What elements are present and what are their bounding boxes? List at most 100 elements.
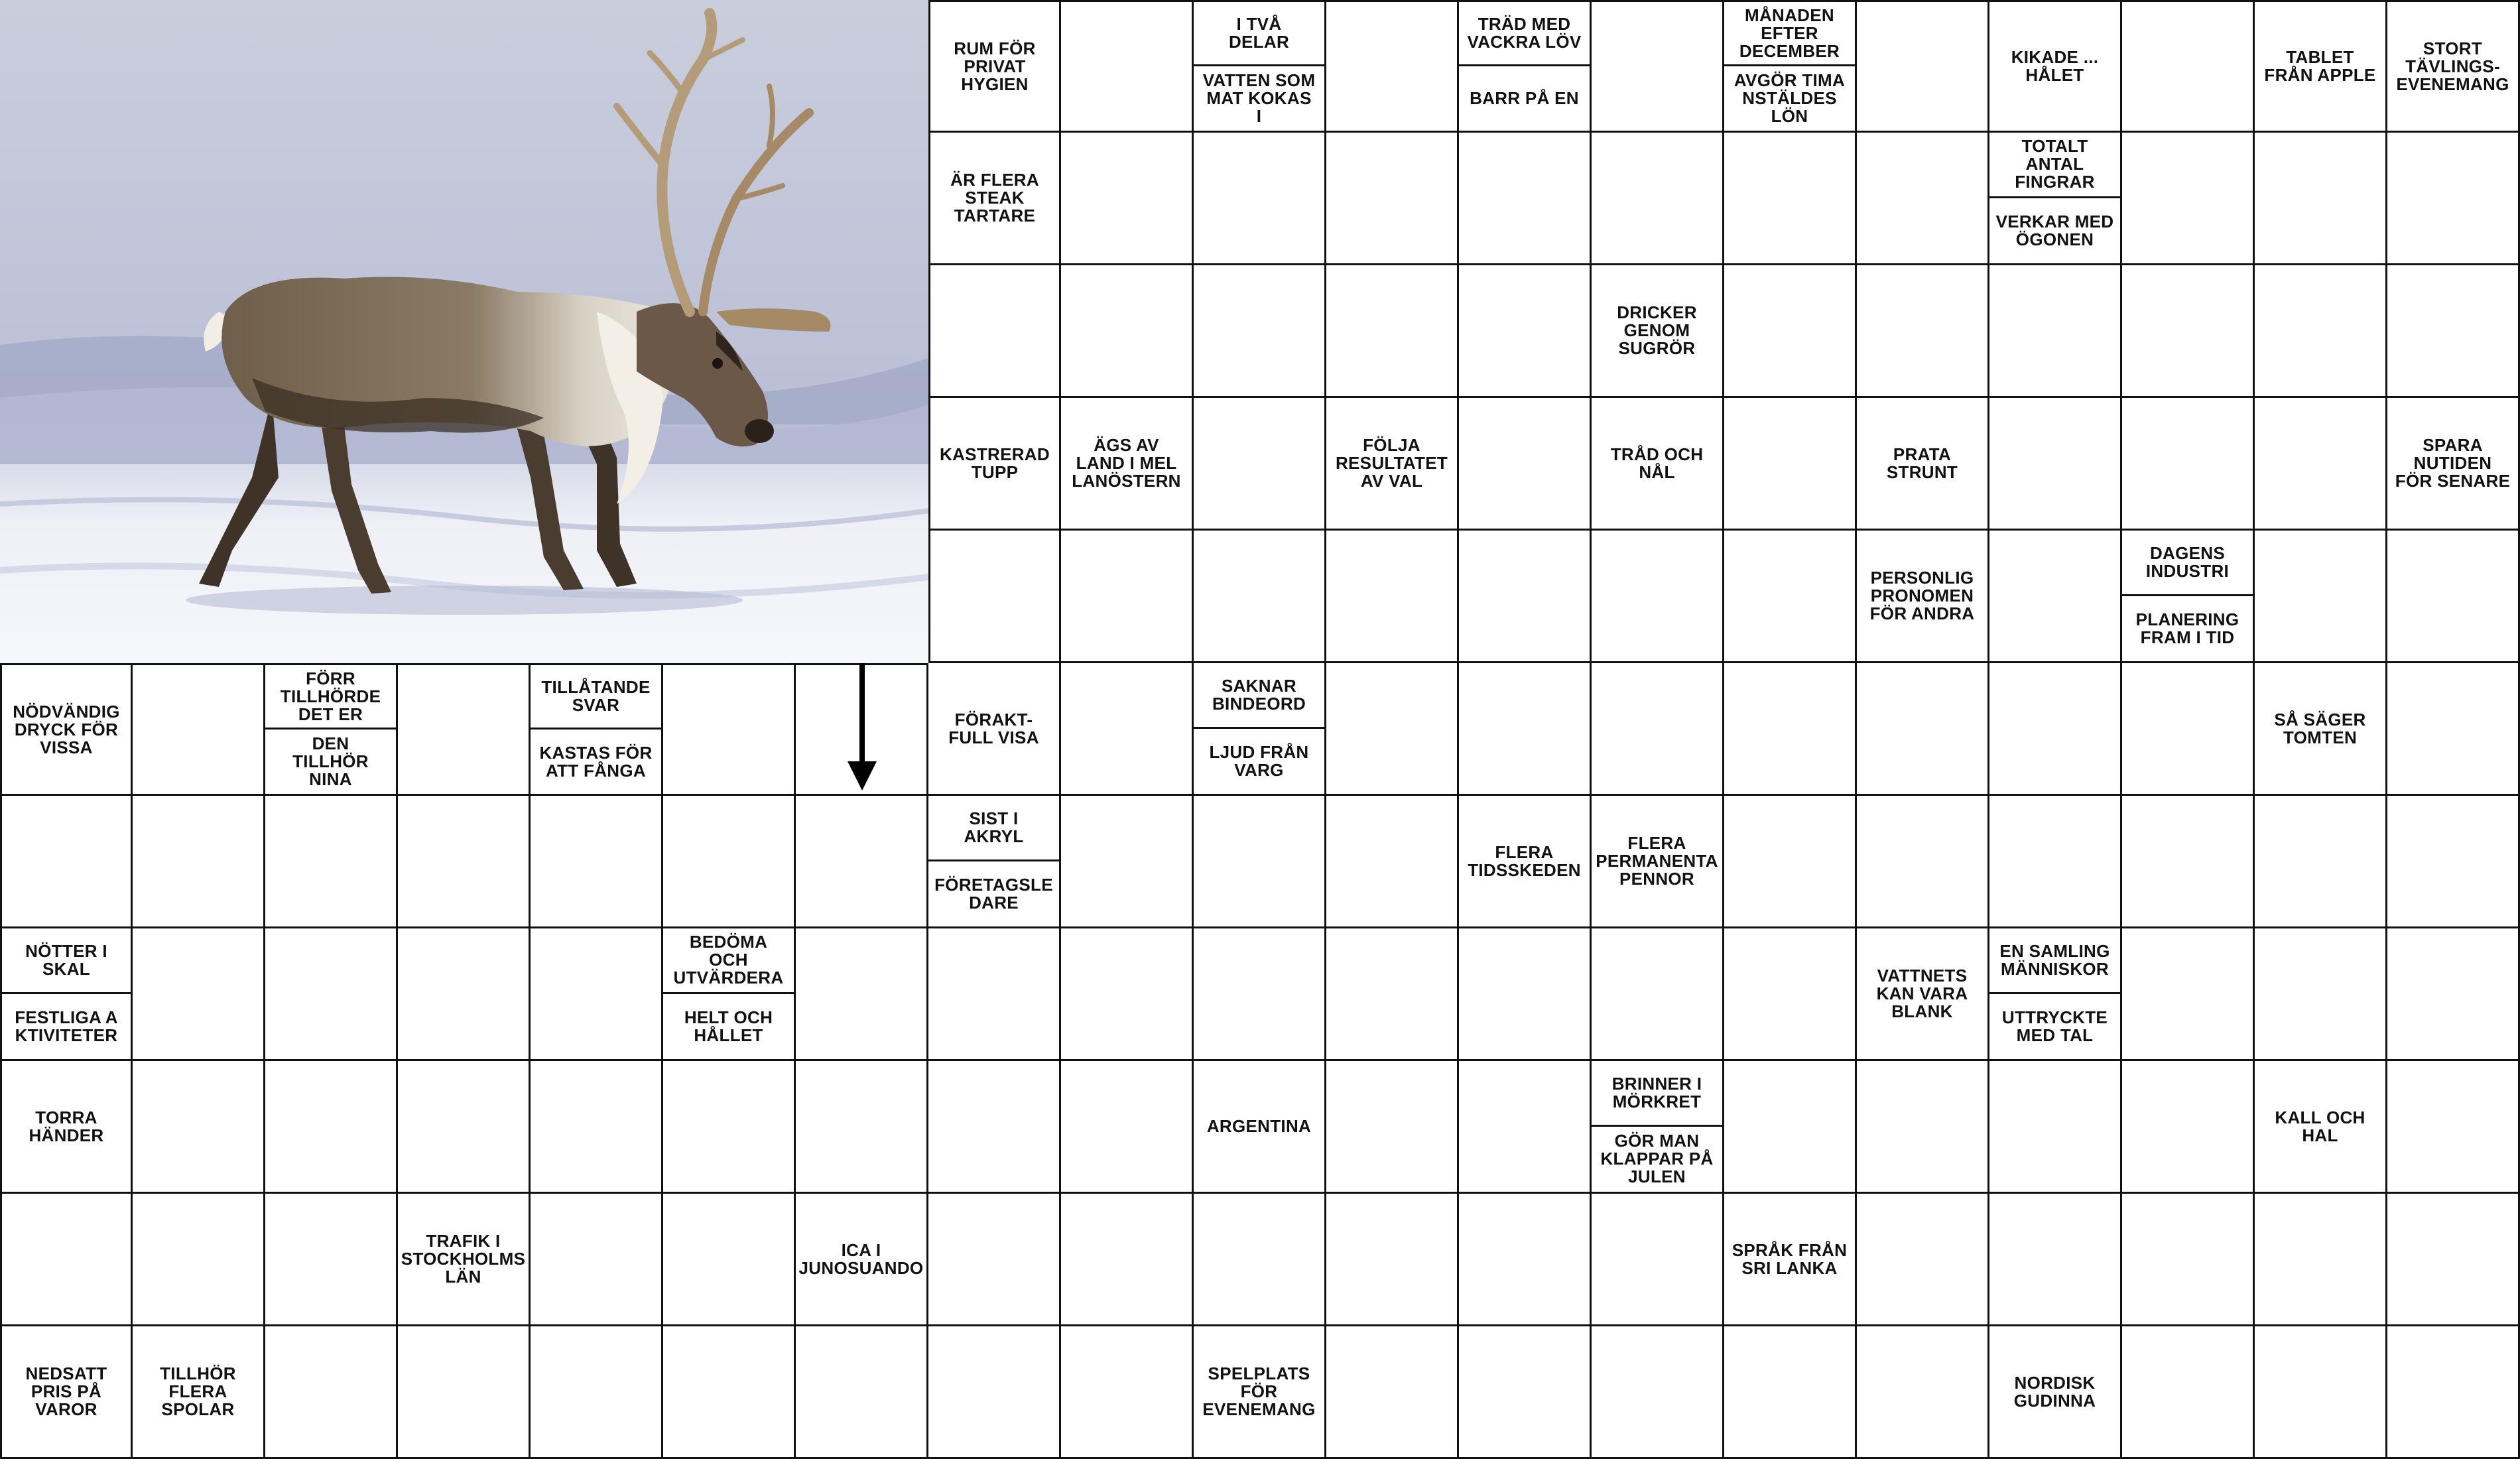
answer-cell[interactable] xyxy=(265,928,398,1061)
answer-cell[interactable] xyxy=(1061,663,1194,796)
answer-cell[interactable] xyxy=(1194,133,1326,265)
answer-cell[interactable] xyxy=(1194,531,1326,663)
answer-cell[interactable] xyxy=(1061,1194,1194,1326)
answer-cell[interactable] xyxy=(1592,1194,1724,1326)
answer-cell[interactable] xyxy=(1194,928,1326,1061)
answer-cell[interactable] xyxy=(398,663,531,796)
answer-cell[interactable] xyxy=(0,1194,133,1326)
answer-cell[interactable] xyxy=(531,1326,663,1459)
answer-cell[interactable] xyxy=(1989,265,2122,398)
answer-cell[interactable] xyxy=(531,928,663,1061)
answer-cell[interactable] xyxy=(796,1326,928,1459)
answer-cell[interactable] xyxy=(2255,531,2387,663)
answer-cell[interactable] xyxy=(2387,1061,2520,1194)
answer-cell[interactable] xyxy=(928,928,1061,1061)
answer-cell[interactable] xyxy=(1724,663,1857,796)
answer-cell[interactable] xyxy=(531,796,663,928)
answer-cell[interactable] xyxy=(1326,0,1459,133)
answer-cell[interactable] xyxy=(1724,531,1857,663)
answer-cell[interactable] xyxy=(1326,928,1459,1061)
answer-cell[interactable] xyxy=(1989,531,2122,663)
answer-cell[interactable] xyxy=(133,928,265,1061)
answer-cell[interactable] xyxy=(1326,1061,1459,1194)
answer-cell[interactable] xyxy=(2122,663,2255,796)
answer-cell[interactable] xyxy=(928,531,1061,663)
answer-cell[interactable] xyxy=(531,1061,663,1194)
answer-cell[interactable] xyxy=(928,265,1061,398)
answer-cell[interactable] xyxy=(1724,398,1857,531)
answer-cell[interactable] xyxy=(1592,531,1724,663)
answer-cell[interactable] xyxy=(2122,0,2255,133)
answer-cell[interactable] xyxy=(1194,796,1326,928)
answer-cell[interactable] xyxy=(1459,1061,1592,1194)
answer-cell[interactable] xyxy=(265,1326,398,1459)
answer-cell[interactable] xyxy=(663,1326,796,1459)
answer-cell[interactable] xyxy=(2255,1194,2387,1326)
answer-cell[interactable] xyxy=(928,1326,1061,1459)
answer-cell[interactable] xyxy=(2122,265,2255,398)
answer-cell[interactable] xyxy=(1459,265,1592,398)
answer-cell[interactable] xyxy=(1857,133,1989,265)
answer-cell[interactable] xyxy=(2122,796,2255,928)
answer-cell[interactable] xyxy=(2387,663,2520,796)
answer-cell[interactable] xyxy=(2122,928,2255,1061)
answer-cell[interactable] xyxy=(2387,531,2520,663)
answer-cell[interactable] xyxy=(398,1326,531,1459)
answer-cell[interactable] xyxy=(1061,0,1194,133)
answer-cell[interactable] xyxy=(2122,1194,2255,1326)
answer-cell[interactable] xyxy=(1857,1061,1989,1194)
answer-cell[interactable] xyxy=(531,1194,663,1326)
answer-cell[interactable] xyxy=(2387,1194,2520,1326)
answer-cell[interactable] xyxy=(1061,133,1194,265)
answer-cell[interactable] xyxy=(1724,1326,1857,1459)
answer-cell[interactable] xyxy=(2255,796,2387,928)
answer-cell[interactable] xyxy=(928,1061,1061,1194)
answer-cell[interactable] xyxy=(265,796,398,928)
answer-cell[interactable] xyxy=(1326,531,1459,663)
answer-cell[interactable] xyxy=(1724,265,1857,398)
answer-cell[interactable] xyxy=(0,796,133,928)
answer-cell[interactable] xyxy=(1459,663,1592,796)
answer-cell[interactable] xyxy=(1061,265,1194,398)
answer-cell[interactable] xyxy=(1989,398,2122,531)
answer-cell[interactable] xyxy=(1592,0,1724,133)
answer-cell[interactable] xyxy=(1724,1061,1857,1194)
answer-cell[interactable] xyxy=(1989,796,2122,928)
answer-cell[interactable] xyxy=(1326,663,1459,796)
answer-cell[interactable] xyxy=(1194,398,1326,531)
answer-cell[interactable] xyxy=(2255,265,2387,398)
answer-cell[interactable] xyxy=(1061,796,1194,928)
answer-cell[interactable] xyxy=(796,1061,928,1194)
answer-cell[interactable] xyxy=(265,1194,398,1326)
answer-cell[interactable] xyxy=(1326,133,1459,265)
answer-cell[interactable] xyxy=(1989,1061,2122,1194)
answer-cell[interactable] xyxy=(398,928,531,1061)
answer-cell[interactable] xyxy=(2255,133,2387,265)
answer-cell[interactable] xyxy=(1592,928,1724,1061)
answer-cell[interactable] xyxy=(2387,1326,2520,1459)
answer-cell[interactable] xyxy=(2387,796,2520,928)
answer-cell[interactable] xyxy=(1459,531,1592,663)
answer-cell[interactable] xyxy=(1459,133,1592,265)
answer-cell[interactable] xyxy=(1459,928,1592,1061)
answer-cell[interactable] xyxy=(398,796,531,928)
answer-cell[interactable] xyxy=(2387,265,2520,398)
answer-cell[interactable] xyxy=(1724,796,1857,928)
answer-cell[interactable] xyxy=(133,1061,265,1194)
answer-cell[interactable] xyxy=(663,796,796,928)
answer-cell[interactable] xyxy=(1857,265,1989,398)
answer-cell[interactable] xyxy=(663,1194,796,1326)
answer-cell[interactable] xyxy=(1061,1061,1194,1194)
answer-cell[interactable] xyxy=(1061,531,1194,663)
answer-cell[interactable] xyxy=(1857,1326,1989,1459)
answer-cell[interactable] xyxy=(2122,1326,2255,1459)
answer-cell[interactable] xyxy=(1061,928,1194,1061)
answer-cell[interactable] xyxy=(265,1061,398,1194)
answer-cell[interactable] xyxy=(2122,1061,2255,1194)
answer-cell[interactable] xyxy=(928,1194,1061,1326)
answer-cell[interactable] xyxy=(2387,928,2520,1061)
answer-cell[interactable] xyxy=(1989,663,2122,796)
answer-cell[interactable] xyxy=(1326,1326,1459,1459)
answer-cell[interactable] xyxy=(1459,1194,1592,1326)
answer-cell[interactable] xyxy=(1592,1326,1724,1459)
